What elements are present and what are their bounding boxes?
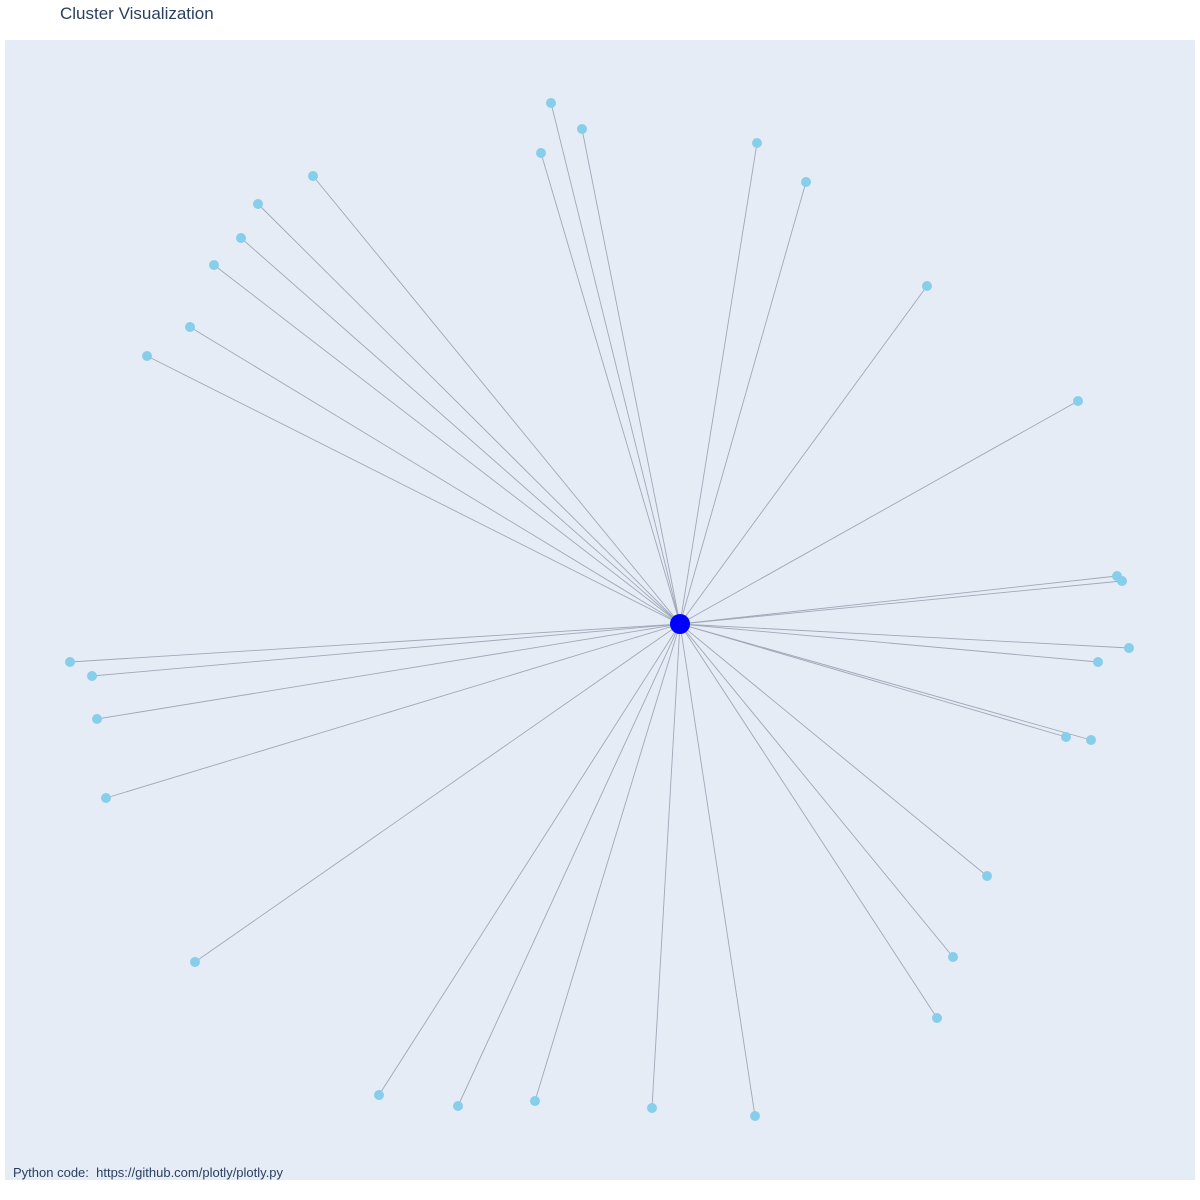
edges-layer [69, 102, 1130, 1117]
edge-22 [679, 623, 756, 1117]
edge-21 [679, 623, 938, 1019]
edge-26 [378, 623, 681, 1096]
leaf-node-30[interactable] [87, 671, 97, 681]
edge-23 [651, 623, 681, 1109]
leaf-node-18[interactable] [1086, 735, 1096, 745]
edge-0 [550, 102, 681, 625]
leaf-node-31[interactable] [65, 657, 75, 667]
leaf-node-1[interactable] [577, 124, 587, 134]
chart-title: Cluster Visualization [60, 4, 214, 23]
edge-16 [679, 623, 1099, 663]
leaf-node-28[interactable] [101, 793, 111, 803]
leaf-node-6[interactable] [1073, 396, 1083, 406]
leaf-node-2[interactable] [536, 148, 546, 158]
leaf-node-7[interactable] [308, 171, 318, 181]
plot-area[interactable] [5, 40, 1195, 1180]
footer-link[interactable]: https://github.com/plotly/plotly.py [96, 1165, 284, 1180]
edge-25 [457, 623, 681, 1107]
center-node[interactable] [670, 614, 690, 634]
edge-13 [679, 575, 1118, 625]
edge-17 [679, 623, 1067, 738]
leaf-node-16[interactable] [1093, 657, 1103, 667]
edge-18 [679, 623, 1092, 741]
edge-11 [189, 326, 681, 625]
footer-prefix: Python code: [13, 1165, 97, 1180]
leaf-node-12[interactable] [142, 351, 152, 361]
leaf-node-8[interactable] [253, 199, 263, 209]
nodes-layer [65, 98, 1134, 1121]
edge-3 [679, 142, 758, 625]
edge-2 [540, 152, 681, 625]
leaf-node-29[interactable] [92, 714, 102, 724]
leaf-node-19[interactable] [982, 871, 992, 881]
edge-1 [581, 128, 681, 625]
leaf-node-25[interactable] [453, 1101, 463, 1111]
leaf-node-24[interactable] [530, 1096, 540, 1106]
leaf-node-4[interactable] [801, 177, 811, 187]
edge-31 [69, 623, 681, 663]
footer: Python code: https://github.com/plotly/p… [13, 1165, 283, 1181]
leaf-node-15[interactable] [1124, 643, 1134, 653]
edge-8 [257, 203, 681, 625]
leaf-node-26[interactable] [374, 1090, 384, 1100]
leaf-node-22[interactable] [750, 1111, 760, 1121]
leaf-node-27[interactable] [190, 957, 200, 967]
edge-30 [91, 623, 681, 677]
edge-28 [105, 623, 681, 799]
leaf-node-23[interactable] [647, 1103, 657, 1113]
edge-10 [213, 264, 681, 625]
edge-27 [194, 623, 681, 963]
leaf-node-20[interactable] [948, 952, 958, 962]
leaf-node-14[interactable] [1117, 576, 1127, 586]
edge-7 [312, 175, 681, 625]
leaf-node-10[interactable] [209, 260, 219, 270]
edge-6 [679, 400, 1079, 625]
leaf-node-9[interactable] [236, 233, 246, 243]
edge-19 [679, 623, 988, 877]
leaf-node-5[interactable] [922, 281, 932, 291]
leaf-node-21[interactable] [932, 1013, 942, 1023]
edge-24 [534, 623, 681, 1102]
edge-5 [679, 285, 928, 625]
leaf-node-3[interactable] [752, 138, 762, 148]
edge-12 [146, 355, 681, 625]
edge-29 [96, 623, 681, 720]
leaf-node-0[interactable] [546, 98, 556, 108]
leaf-node-17[interactable] [1061, 732, 1071, 742]
edge-9 [240, 237, 681, 625]
edge-20 [679, 623, 954, 958]
edge-4 [679, 181, 807, 625]
edge-14 [679, 580, 1123, 625]
network-graph[interactable] [5, 40, 1195, 1180]
leaf-node-11[interactable] [185, 322, 195, 332]
edge-15 [679, 623, 1130, 649]
